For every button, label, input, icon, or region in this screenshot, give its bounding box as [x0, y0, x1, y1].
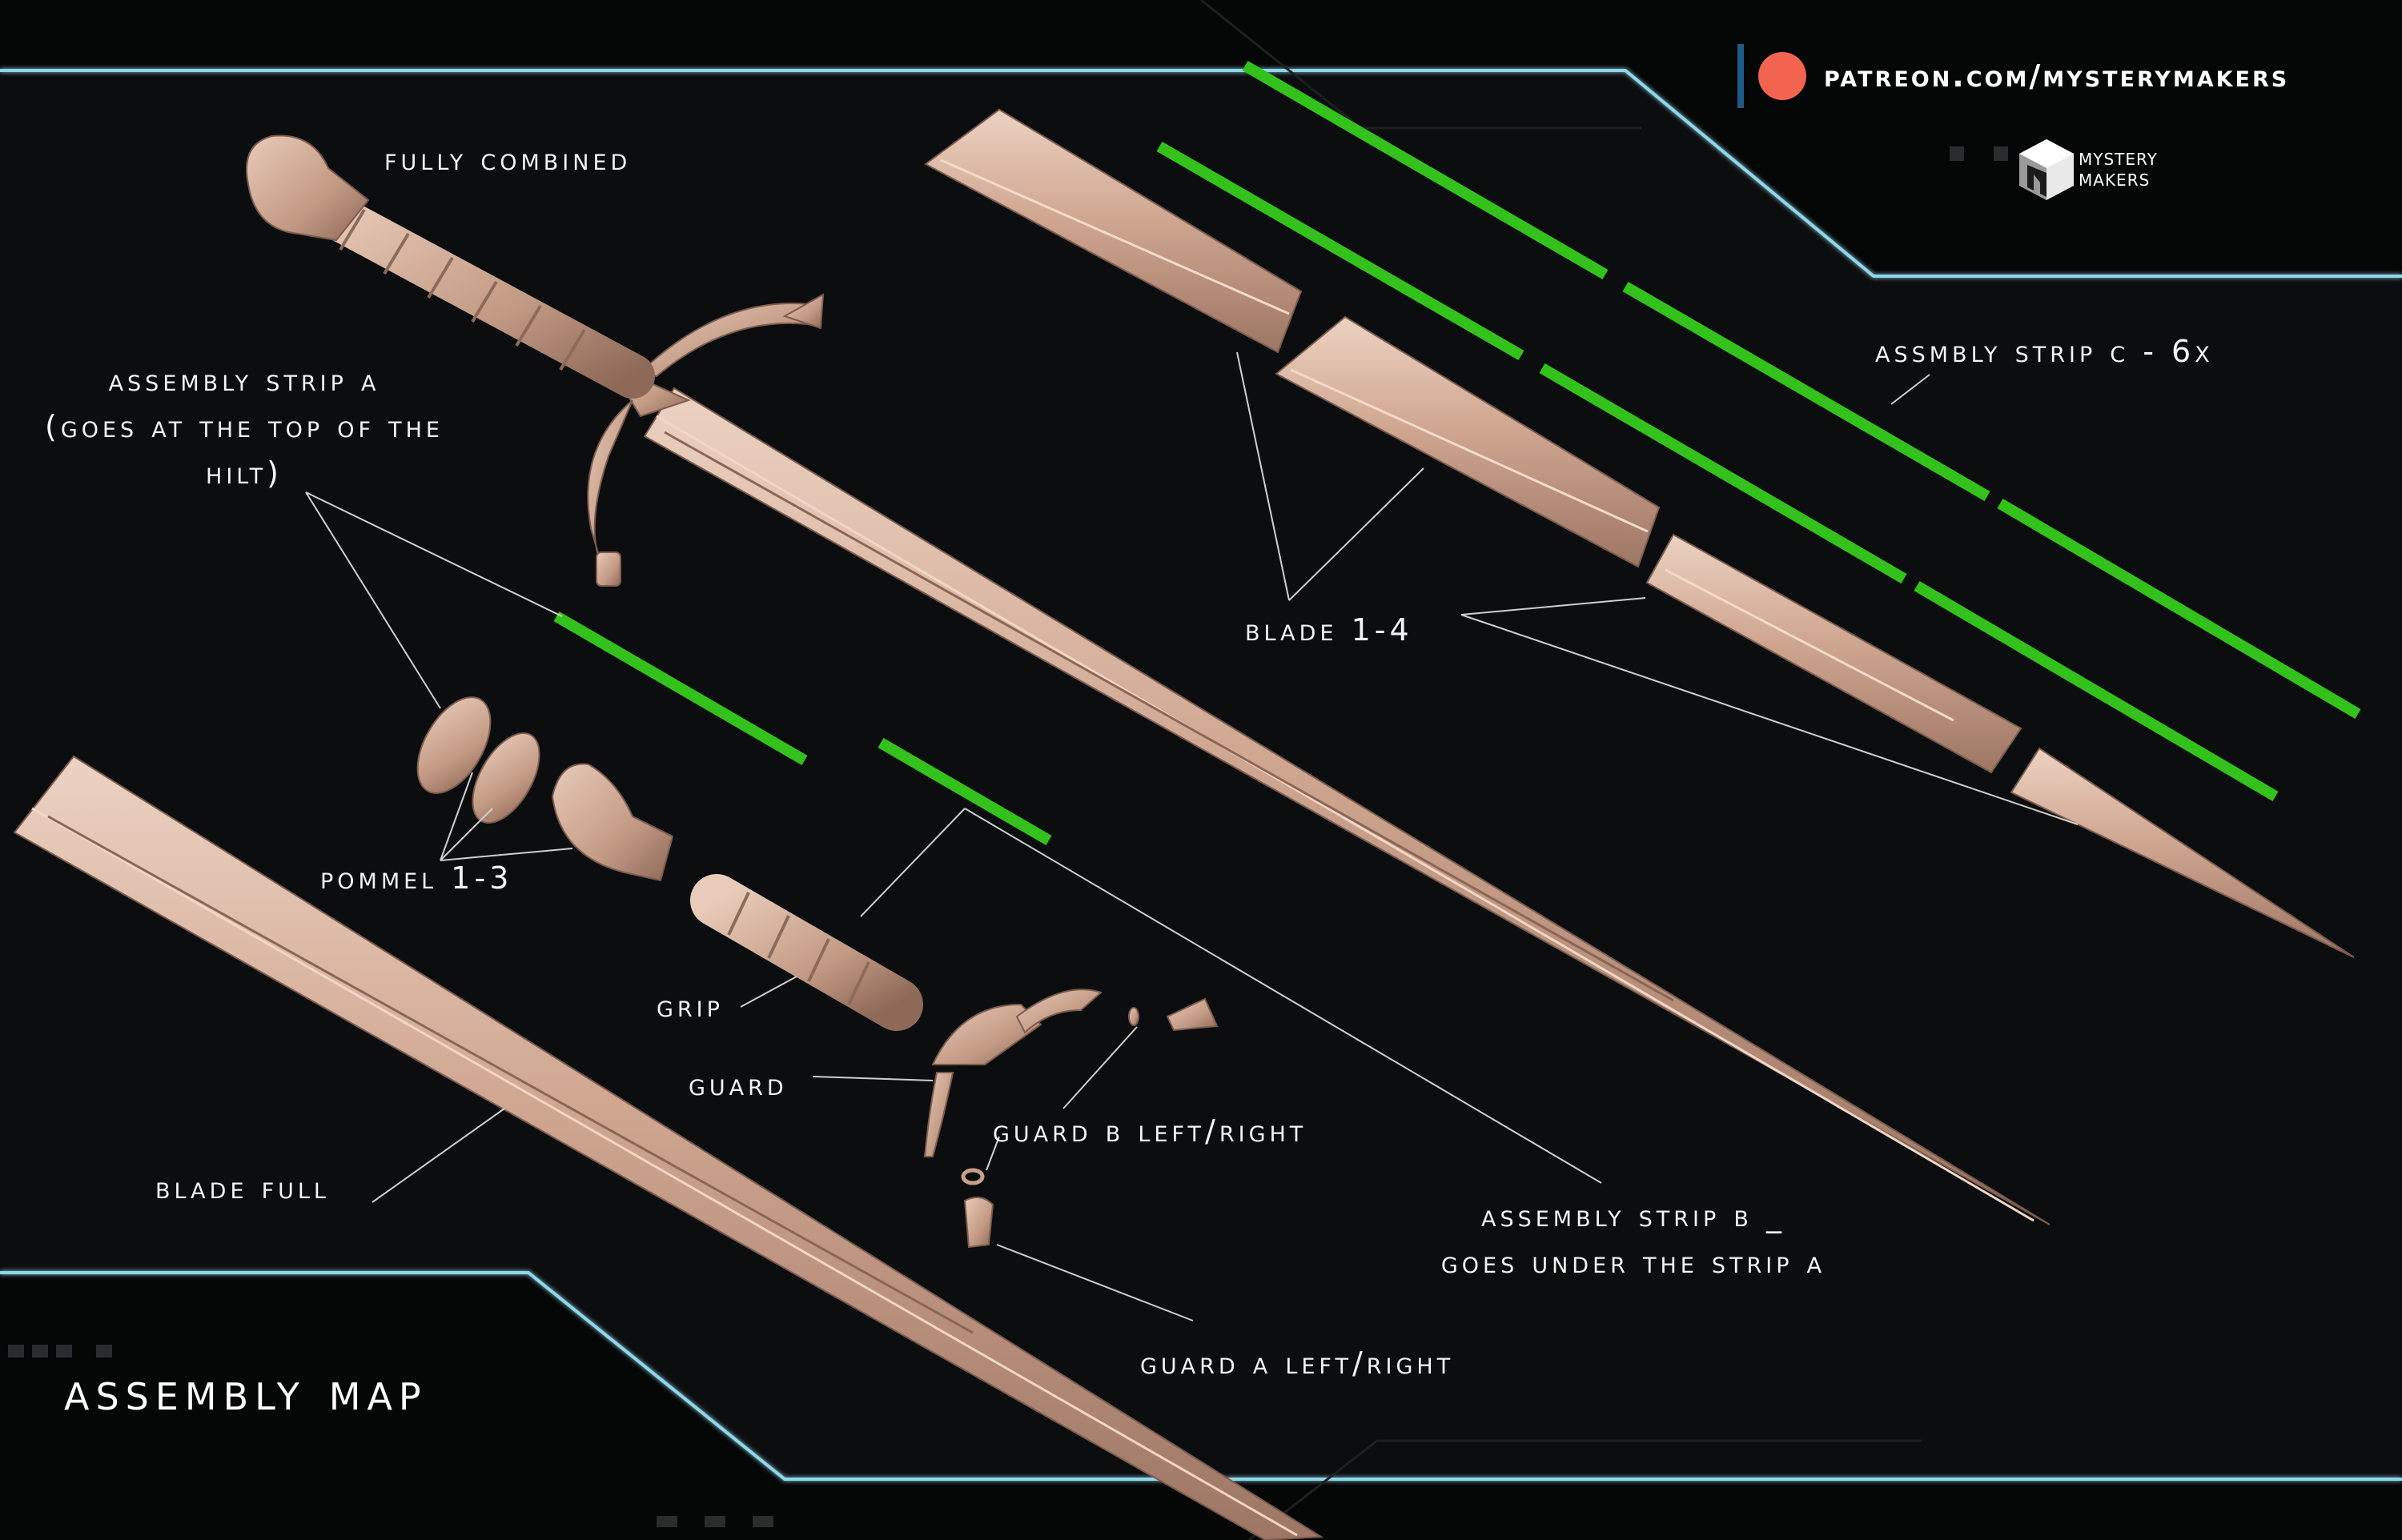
strip-b — [878, 737, 1052, 846]
label-fully-combined: FULLY COMBINED — [384, 142, 632, 177]
guard-a-parts — [961, 1168, 994, 1249]
assembly-strips — [553, 60, 2361, 846]
pommel-parts — [416, 696, 674, 882]
label-assembly-strip-a-line2: (GOES AT THE TOP OF THE — [45, 409, 444, 444]
blade-full — [13, 755, 1324, 1540]
strip-c-1 — [1242, 60, 1609, 280]
label-guard-a: GUARD A LEFT/RIGHT — [1140, 1345, 1455, 1381]
label-guard-b: GUARD B LEFT/RIGHT — [993, 1113, 1307, 1149]
label-assembly-strip-a-line3: HILT) — [206, 455, 283, 491]
strip-c-5 — [1539, 363, 1907, 584]
pommel-part-3 — [551, 763, 674, 882]
strip-c-2 — [1622, 281, 1990, 502]
combined-pommel — [246, 134, 370, 242]
strip-a — [553, 611, 808, 766]
patreon-bar — [1737, 44, 1744, 108]
pommel-part-1 — [416, 696, 492, 794]
logo-text: MYSTERY MAKERS — [2079, 149, 2158, 190]
page-title: ASSEMBLY MAP — [64, 1361, 428, 1422]
label-assembly-strip-b-line1: ASSEMBLY STRIP B _ — [1481, 1198, 1785, 1233]
cube-logo-icon — [2019, 139, 2074, 200]
label-guard: GUARD — [689, 1067, 788, 1102]
label-pommel-1-3: POMMEL 1-3 — [320, 860, 513, 896]
mystery-makers-logo: MYSTERY MAKERS — [2018, 138, 2158, 202]
guard-part — [923, 989, 1103, 1157]
combined-grip — [298, 186, 655, 399]
blade-segment-4 — [2010, 747, 2355, 958]
blade-segment-3 — [1645, 533, 2022, 774]
blade-segment-2 — [1275, 315, 1661, 568]
strip-c-6 — [1914, 580, 2279, 802]
strip-c-4 — [1156, 141, 1524, 361]
label-assembly-strip-c: ASSMBLY STRIP C - 6X — [1875, 334, 2214, 369]
pommel-part-2 — [472, 732, 540, 824]
guard-b-parts — [1128, 997, 1219, 1032]
fully-combined-sword — [246, 134, 2051, 1225]
blade-segments — [924, 108, 2355, 958]
patreon-icon — [1758, 52, 1806, 100]
blade-segment-1 — [924, 108, 1303, 354]
label-assembly-strip-b: ASSEMBLY STRIP B _ GOES UNDER THE STRIP … — [1377, 1193, 1890, 1285]
label-blade-1-4: BLADE 1-4 — [1245, 612, 1413, 648]
strip-c-3 — [1997, 498, 2361, 720]
combined-blade — [643, 387, 2051, 1225]
label-assembly-strip-b-line2: GOES UNDER THE STRIP A — [1440, 1245, 1826, 1280]
leader-lines — [305, 351, 2079, 1321]
logo-line2: MAKERS — [2079, 170, 2151, 190]
label-blade-full: BLADE FULL — [155, 1170, 330, 1205]
label-grip: GRIP — [657, 989, 724, 1024]
label-assembly-strip-a: ASSEMBLY STRIP A (GOES AT THE TOP OF THE… — [0, 357, 488, 496]
logo-line1: MYSTERY — [2079, 150, 2158, 169]
label-assembly-strip-a-line1: ASSEMBLY STRIP A — [108, 363, 380, 398]
grip-part — [690, 874, 923, 1031]
